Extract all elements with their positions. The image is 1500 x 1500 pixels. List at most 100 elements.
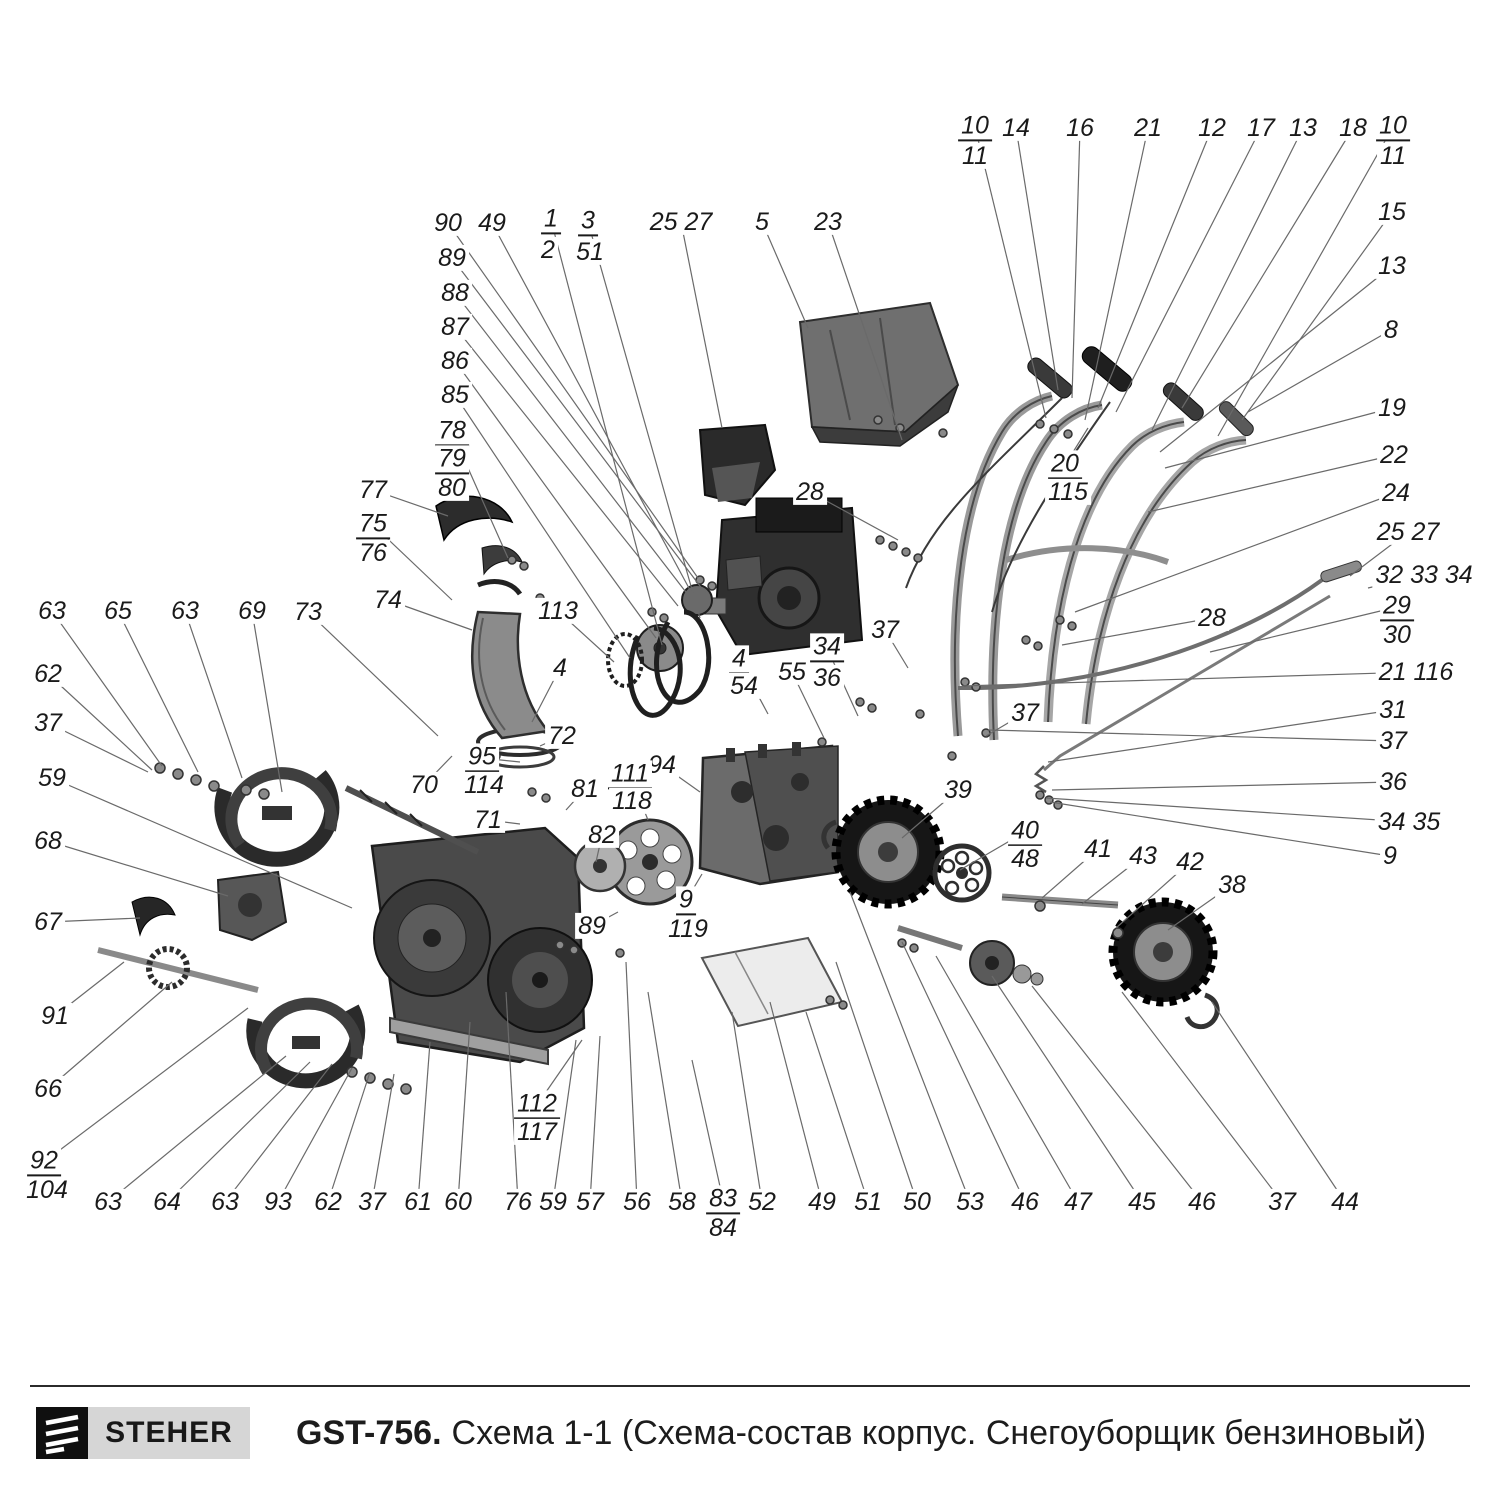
callout-95: 95 (465, 743, 499, 773)
footer: STEHER GST-756.Схема 1-1 (Схема-состав к… (0, 1385, 1500, 1459)
schema-title: Схема 1-1 (Схема-состав корпус. Снегоубо… (451, 1413, 1427, 1452)
callout-11: 11 (959, 143, 991, 169)
callout-53: 53 (953, 1189, 987, 1215)
callout-119: 119 (665, 916, 711, 942)
auger-shaft (344, 785, 480, 855)
callout-60: 60 (441, 1189, 475, 1215)
callout-16: 16 (1063, 115, 1097, 141)
callout-93: 93 (261, 1189, 295, 1215)
callout-36: 36 (810, 665, 844, 691)
callout-28: 28 (1195, 605, 1229, 631)
callout-37: 37 (1008, 700, 1042, 726)
callout-112: 112 (514, 1090, 560, 1120)
callout-71: 71 (471, 807, 505, 833)
chute-deflector-part (798, 301, 960, 447)
callout-76: 76 (501, 1189, 535, 1215)
callout-66: 66 (31, 1076, 65, 1102)
callout-52: 52 (745, 1189, 779, 1215)
callout-25-27: 25 27 (646, 209, 716, 235)
callout-11: 11 (1377, 143, 1409, 169)
callout-42: 42 (1173, 849, 1207, 875)
callout-63: 63 (208, 1189, 242, 1215)
callout-87: 87 (438, 314, 472, 340)
callout-23: 23 (811, 209, 845, 235)
callout-36: 36 (1376, 769, 1410, 795)
callout-85: 85 (438, 382, 472, 408)
callout-65: 65 (101, 598, 135, 624)
callout-45: 45 (1125, 1189, 1159, 1215)
callout-37: 37 (868, 617, 902, 643)
steher-logo: STEHER (36, 1407, 250, 1459)
callout-63: 63 (91, 1189, 125, 1215)
callout-37: 37 (355, 1189, 389, 1215)
callout-40: 40 (1008, 817, 1042, 847)
callout-3: 3 (578, 207, 598, 237)
callout-8: 8 (1381, 317, 1401, 343)
callout-115: 115 (1045, 479, 1091, 505)
callout-88: 88 (438, 280, 472, 306)
callout-29: 29 (1380, 592, 1414, 622)
callout-37: 37 (1376, 728, 1410, 754)
callout-77: 77 (356, 477, 390, 503)
handle-tubes (950, 391, 1247, 741)
drive-pulley (932, 843, 992, 903)
callout-17: 17 (1244, 115, 1278, 141)
steher-logo-icon (36, 1407, 88, 1459)
callout-89: 89 (435, 245, 469, 271)
callout-28: 28 (793, 479, 827, 505)
callout-37: 37 (1265, 1189, 1299, 1215)
model-number: GST-756. (296, 1413, 442, 1452)
callout-19: 19 (1375, 395, 1409, 421)
callout-46: 46 (1185, 1189, 1219, 1215)
callout-81: 81 (568, 776, 602, 802)
callout-20: 20 (1048, 450, 1082, 480)
callout-12: 12 (1195, 115, 1229, 141)
left-axle (97, 946, 259, 993)
callout-111: 111 (607, 760, 653, 790)
callout-50: 50 (900, 1189, 934, 1215)
control-lever-part (131, 896, 176, 937)
callout-43: 43 (1126, 843, 1160, 869)
callout-58: 58 (665, 1189, 699, 1215)
callout-118: 118 (609, 788, 655, 814)
callout-82: 82 (585, 822, 619, 848)
callout-63: 63 (168, 598, 202, 624)
callout-89: 89 (575, 913, 609, 939)
callout-32-33-34: 32 33 34 (1372, 562, 1476, 588)
left-wheel (821, 795, 945, 909)
callout-13: 13 (1286, 115, 1320, 141)
callout-9: 9 (676, 886, 696, 916)
callout-49: 49 (805, 1189, 839, 1215)
callout-5: 5 (752, 209, 772, 235)
auger-spiral-upper (214, 767, 340, 867)
callout-76: 76 (356, 540, 390, 566)
callout-51: 51 (851, 1189, 885, 1215)
callout-41: 41 (1081, 836, 1115, 862)
callout-34-35: 34 35 (1374, 809, 1444, 835)
callout-34: 34 (810, 633, 844, 663)
callout-30: 30 (1380, 622, 1414, 648)
callout-38: 38 (1215, 872, 1249, 898)
callout-70: 70 (407, 772, 441, 798)
callout-49: 49 (475, 210, 509, 236)
callout-48: 48 (1008, 846, 1042, 872)
callout-57: 57 (573, 1189, 607, 1215)
callout-15: 15 (1375, 199, 1409, 225)
hardware-fasteners (154, 415, 1124, 1095)
callout-114: 114 (461, 772, 507, 798)
callout-18: 18 (1336, 115, 1370, 141)
callout-90: 90 (431, 210, 465, 236)
callout-10: 10 (958, 112, 992, 142)
callout-64: 64 (150, 1189, 184, 1215)
callout-72: 72 (545, 723, 579, 749)
callout-21: 21 (1131, 115, 1165, 141)
callout-46: 46 (1008, 1189, 1042, 1215)
callout-73: 73 (291, 599, 325, 625)
callout-86: 86 (438, 348, 472, 374)
callout-104: 104 (23, 1177, 71, 1203)
callout-62: 62 (311, 1189, 345, 1215)
callout-22: 22 (1377, 442, 1411, 468)
callout-79: 79 (435, 445, 469, 475)
callout-1: 1 (541, 205, 561, 235)
